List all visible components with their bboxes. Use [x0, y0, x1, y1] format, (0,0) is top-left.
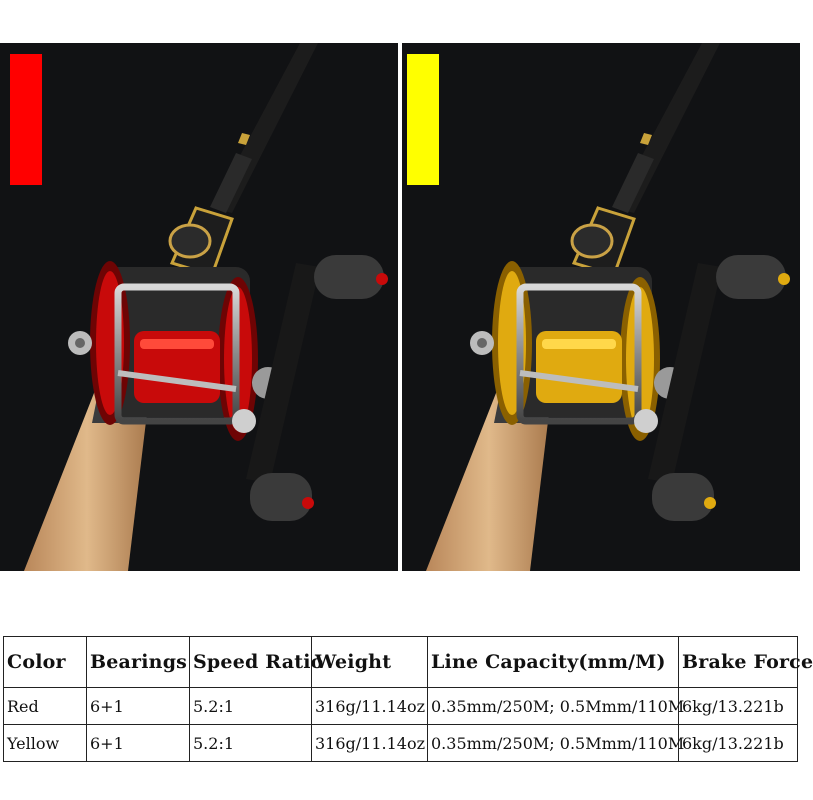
cell-brake-force: 6kg/13.221b — [678, 724, 798, 762]
table-header-row: Color Bearings Speed Ratio Weight Line C… — [3, 636, 813, 688]
header-speed-ratio: Speed Ratio — [189, 636, 323, 688]
cell-line-capacity: 0.35mm/250M; 0.5Mmm/110M — [427, 724, 684, 762]
header-line-capacity: Line Capacity(mm/M) — [427, 636, 679, 688]
baitcasting-reel-icon — [426, 43, 790, 571]
cell-speed-ratio: 5.2:1 — [189, 687, 312, 725]
header-brake-force: Brake Force — [678, 636, 813, 688]
header-bearings: Bearings — [86, 636, 190, 688]
color-swatch-red — [10, 54, 42, 185]
baitcasting-reel-icon — [24, 43, 388, 571]
header-color: Color — [3, 636, 87, 688]
cell-line-capacity: 0.35mm/250M; 0.5Mmm/110M — [427, 687, 684, 725]
cell-bearings: 6+1 — [86, 724, 190, 762]
cell-color: Red — [3, 687, 87, 725]
cell-weight: 316g/11.14oz — [311, 724, 428, 762]
cell-bearings: 6+1 — [86, 687, 190, 725]
spec-table: Color Bearings Speed Ratio Weight Line C… — [3, 636, 813, 762]
cell-speed-ratio: 5.2:1 — [189, 724, 312, 762]
product-photo-yellow — [402, 43, 800, 571]
cell-brake-force: 6kg/13.221b — [678, 687, 798, 725]
product-photo-red — [0, 43, 398, 571]
color-swatch-yellow — [407, 54, 439, 185]
table-row: Red 6+1 5.2:1 316g/11.14oz 0.35mm/250M; … — [3, 687, 798, 725]
table-row: Yellow 6+1 5.2:1 316g/11.14oz 0.35mm/250… — [3, 724, 798, 762]
cell-color: Yellow — [3, 724, 87, 762]
header-weight: Weight — [311, 636, 428, 688]
cell-weight: 316g/11.14oz — [311, 687, 428, 725]
